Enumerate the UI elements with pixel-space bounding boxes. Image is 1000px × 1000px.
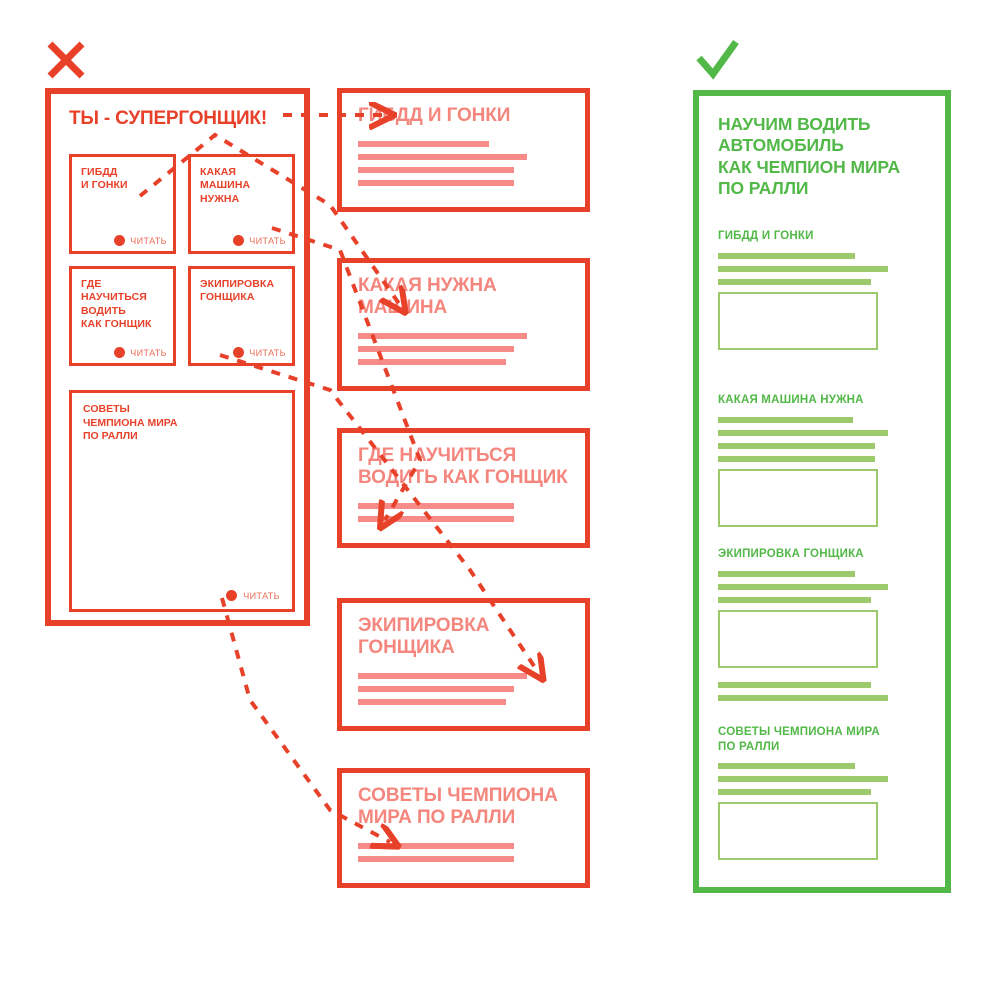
text-placeholder-line (358, 699, 506, 706)
text-placeholder-group (718, 681, 936, 701)
bullet-dot-icon (114, 347, 126, 358)
cross-icon (47, 41, 85, 79)
text-placeholder-line (358, 154, 527, 161)
article-card-body-placeholder (358, 503, 569, 523)
text-placeholder-line (718, 265, 889, 272)
read-more-control[interactable]: ЧИТАТЬ (233, 347, 286, 358)
article-card[interactable]: ЭКИПИРОВКА ГОНЩИКА (337, 598, 590, 732)
image-placeholder-box (718, 609, 878, 668)
text-placeholder-line (358, 516, 515, 523)
text-placeholder-line (718, 596, 871, 603)
good-section-heading: ГИБДД И ГОНКИ (718, 230, 814, 242)
text-placeholder-line (718, 429, 889, 436)
bad-panel-title: ТЫ - СУПЕРГОНЩИК! (69, 108, 267, 129)
article-card-title: КАКАЯ НУЖНА МАШИНА (358, 275, 497, 319)
bullet-dot-icon (233, 347, 245, 358)
text-placeholder-line (358, 359, 506, 366)
text-placeholder-line (358, 843, 515, 850)
text-placeholder-line (718, 681, 871, 688)
read-label: ЧИТАТЬ (243, 590, 280, 601)
good-section: ЭКИПИРОВКА ГОНЩИКА (718, 547, 936, 708)
text-placeholder-line (718, 416, 854, 423)
text-placeholder-line (718, 278, 871, 285)
image-placeholder-box (718, 468, 878, 527)
read-more-control[interactable]: ЧИТАТЬ (114, 235, 167, 246)
image-placeholder-box (718, 291, 878, 350)
text-placeholder-line (718, 455, 875, 462)
text-placeholder-line (358, 346, 515, 353)
text-placeholder-line (358, 856, 515, 863)
article-card-title: ГДЕ НАУЧИТЬСЯ ВОДИТЬ КАК ГОНЩИК (358, 445, 568, 489)
text-placeholder-line (358, 167, 515, 174)
good-section-heading: ЭКИПИРОВКА ГОНЩИКА (718, 548, 864, 560)
article-card[interactable]: ГДЕ НАУЧИТЬСЯ ВОДИТЬ КАК ГОНЩИК (337, 428, 590, 549)
text-placeholder-line (358, 141, 489, 148)
read-more-control[interactable]: ЧИТАТЬ (226, 590, 280, 601)
bullet-dot-icon (233, 235, 245, 246)
bullet-dot-icon (226, 590, 238, 601)
text-placeholder-line (718, 252, 856, 259)
read-more-control[interactable]: ЧИТАТЬ (233, 235, 286, 246)
text-placeholder-line (718, 570, 856, 577)
read-label: ЧИТАТЬ (249, 347, 286, 358)
article-card-body-placeholder (358, 333, 569, 366)
text-placeholder-line (358, 686, 515, 693)
good-section: ГИБДД И ГОНКИ (718, 229, 936, 350)
article-card-title: ГИБДД И ГОНКИ (358, 105, 511, 126)
bullet-dot-icon (114, 235, 126, 246)
text-placeholder-line (718, 442, 875, 449)
text-placeholder-line (718, 583, 889, 590)
text-placeholder-line (358, 180, 515, 187)
good-section-heading: КАКАЯ МАШИНА НУЖНА (718, 394, 864, 406)
read-label: ЧИТАТЬ (249, 235, 286, 246)
check-icon (696, 39, 739, 80)
article-card-body-placeholder (358, 141, 569, 187)
text-placeholder-line (718, 763, 856, 770)
article-card-title: ЭКИПИРОВКА ГОНЩИКА (358, 615, 490, 659)
text-placeholder-line (358, 333, 527, 340)
text-placeholder-line (718, 789, 871, 796)
article-card-body-placeholder (358, 843, 569, 863)
good-section: КАКАЯ МАШИНА НУЖНА (718, 393, 936, 527)
read-label: ЧИТАТЬ (130, 347, 167, 358)
read-label: ЧИТАТЬ (130, 235, 167, 246)
article-card[interactable]: ГИБДД И ГОНКИ (337, 88, 590, 213)
article-card-body-placeholder (358, 673, 569, 706)
text-placeholder-line (358, 673, 527, 680)
text-placeholder-line (718, 776, 889, 783)
article-card[interactable]: КАКАЯ НУЖНА МАШИНА (337, 258, 590, 392)
text-placeholder-line (358, 503, 515, 510)
read-more-control[interactable]: ЧИТАТЬ (114, 347, 167, 358)
text-placeholder-line (718, 694, 889, 701)
article-card[interactable]: СОВЕТЫ ЧЕМПИОНА МИРА ПО РАЛЛИ (337, 768, 590, 889)
image-placeholder-box (718, 802, 878, 861)
article-card-title: СОВЕТЫ ЧЕМПИОНА МИРА ПО РАЛЛИ (358, 785, 558, 829)
